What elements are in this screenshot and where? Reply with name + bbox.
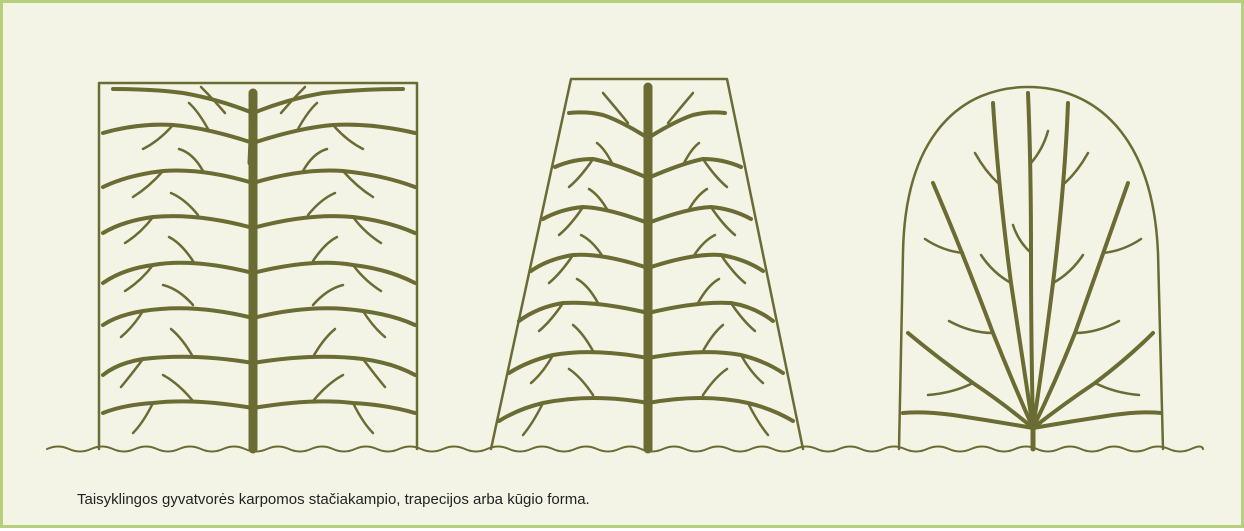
hedge-shapes-illustration bbox=[3, 3, 1244, 531]
hedge-rectangle bbox=[99, 83, 417, 449]
hedge-trapezoid bbox=[491, 79, 803, 449]
ground-line bbox=[47, 447, 1203, 452]
figure-caption: Taisyklingos gyvatvorės karpomos stačiak… bbox=[77, 491, 590, 508]
hedge-cone bbox=[899, 87, 1163, 449]
